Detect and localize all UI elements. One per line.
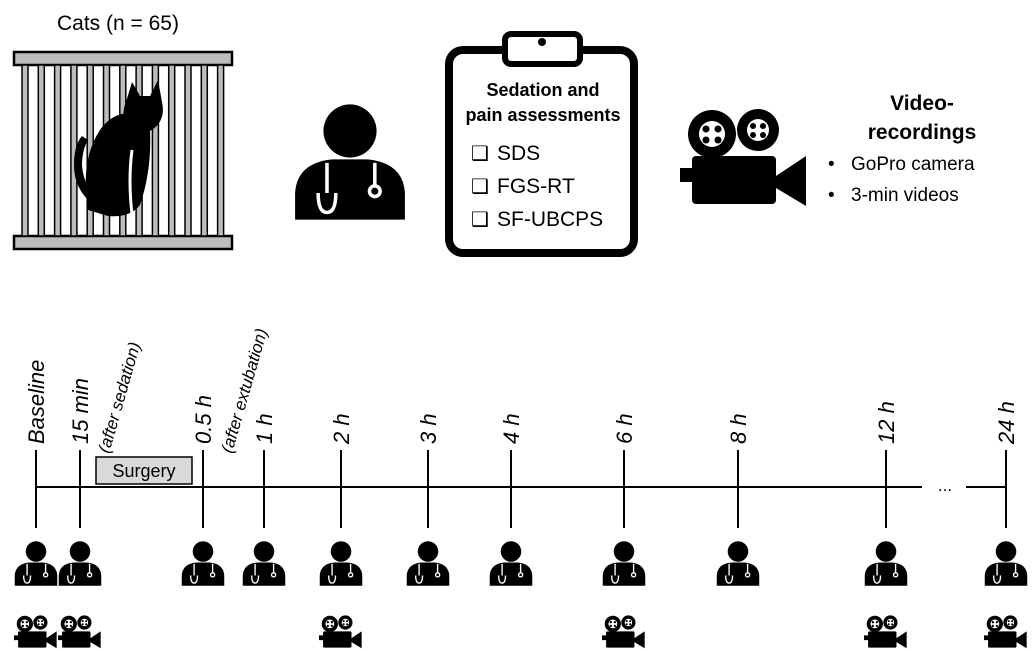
veterinarian-icon <box>715 540 761 587</box>
timepoint-label: 8 h <box>726 413 751 444</box>
timepoint: Baseline <box>13 360 59 649</box>
veterinarian-icon <box>601 540 647 587</box>
checklist-item-label: SDS <box>497 142 540 165</box>
timepoint: 24 h <box>983 401 1029 649</box>
video-camera-icon <box>602 615 645 649</box>
timepoint-label: 4 h <box>499 413 524 444</box>
cats-group: Cats (n = 65) <box>12 12 234 251</box>
timepoint: 8 h <box>715 413 761 587</box>
veterinarian-icon <box>13 540 59 587</box>
cage-bar <box>184 64 192 237</box>
timepoint: 3 h <box>405 413 451 587</box>
cage-bar <box>216 64 225 237</box>
checkbox-icon: ❑ <box>471 209 489 231</box>
timepoint-label: 6 h <box>612 413 637 444</box>
veterinarian-icon <box>983 540 1029 587</box>
timepoint-label: 24 h <box>994 401 1019 445</box>
surgery-label: Surgery <box>112 461 175 481</box>
checklist-item: ❑ FGS-RT <box>471 175 575 198</box>
checkbox-icon: ❑ <box>471 143 489 165</box>
checklist-item: ❑ SF-UBCPS <box>471 208 603 231</box>
timepoint: 12 h <box>863 401 909 649</box>
video-camera-icon <box>680 109 806 206</box>
veterinarian-icon <box>295 104 405 219</box>
veterinarian-icon <box>863 540 909 587</box>
timepoint-label: 2 h <box>329 413 354 445</box>
cage-bar <box>37 64 46 237</box>
timepoint-label: Baseline <box>24 360 49 444</box>
timepoint-label: 15 min <box>68 378 93 444</box>
video-camera-icon <box>14 615 57 649</box>
video-title-line2: recordings <box>868 121 977 144</box>
cage-bar <box>21 64 29 237</box>
clipboard-title-line2: pain assessments <box>465 105 620 125</box>
video-camera-icon <box>984 615 1027 649</box>
checklist-item-label: FGS-RT <box>497 175 575 198</box>
checklist-item: ❑ SDS <box>471 142 540 165</box>
checkbox-icon: ❑ <box>471 176 489 198</box>
timepoint: 15 min(after sedation) <box>57 340 145 649</box>
cats-label: Cats (n = 65) <box>57 12 179 35</box>
video-bullet-glyph: • <box>828 185 835 206</box>
video-camera-icon <box>58 615 101 649</box>
video-camera-icon <box>319 615 362 649</box>
veterinarian-icon <box>241 540 287 587</box>
veterinarian-icon <box>180 540 226 587</box>
timepoint-label: 0.5 h <box>191 395 216 444</box>
video-bullet-glyph: • <box>828 154 835 175</box>
cage-bar <box>167 64 176 237</box>
cage-icon <box>12 50 234 251</box>
veterinarian-icon <box>318 540 364 587</box>
video-camera-icon <box>864 615 907 649</box>
video-bullet-2: 3-min videos <box>851 185 959 206</box>
veterinarian-icon <box>57 540 103 587</box>
timepoint-sublabel: (after sedation) <box>95 340 145 455</box>
timepoint-label: 12 h <box>874 401 899 444</box>
clipboard: Sedation and pain assessments ❑ SDS ❑ FGS-R… <box>445 31 638 257</box>
cat-icon <box>74 80 163 217</box>
video-title-line1: Video- <box>890 92 954 115</box>
timepoint: 2 h <box>318 413 364 649</box>
timeline: ... Surgery Baseline 15 min(after sedatio… <box>13 326 1029 649</box>
timepoint: 6 h <box>601 413 647 649</box>
cage-bar <box>151 64 160 237</box>
timepoint: 1 h <box>241 413 287 587</box>
timepoint-label: 3 h <box>416 413 441 444</box>
video-bullet-1: GoPro camera <box>851 154 975 175</box>
surgery-box: Surgery <box>95 456 193 485</box>
timepoint-label: 1 h <box>252 413 277 444</box>
timeline-ellipsis: ... <box>938 476 952 495</box>
veterinarian-icon <box>405 540 451 587</box>
video-recordings-block: Video- recordings • GoPro camera • 3-min… <box>828 92 976 206</box>
timepoint: 4 h <box>488 413 534 587</box>
checklist-item-label: SF-UBCPS <box>497 208 603 231</box>
clipboard-clip-icon <box>502 31 583 67</box>
clipboard-title-line1: Sedation and <box>486 80 599 100</box>
veterinarian-icon <box>488 540 534 587</box>
cage-bar <box>200 64 209 237</box>
cage-bar <box>53 64 62 237</box>
